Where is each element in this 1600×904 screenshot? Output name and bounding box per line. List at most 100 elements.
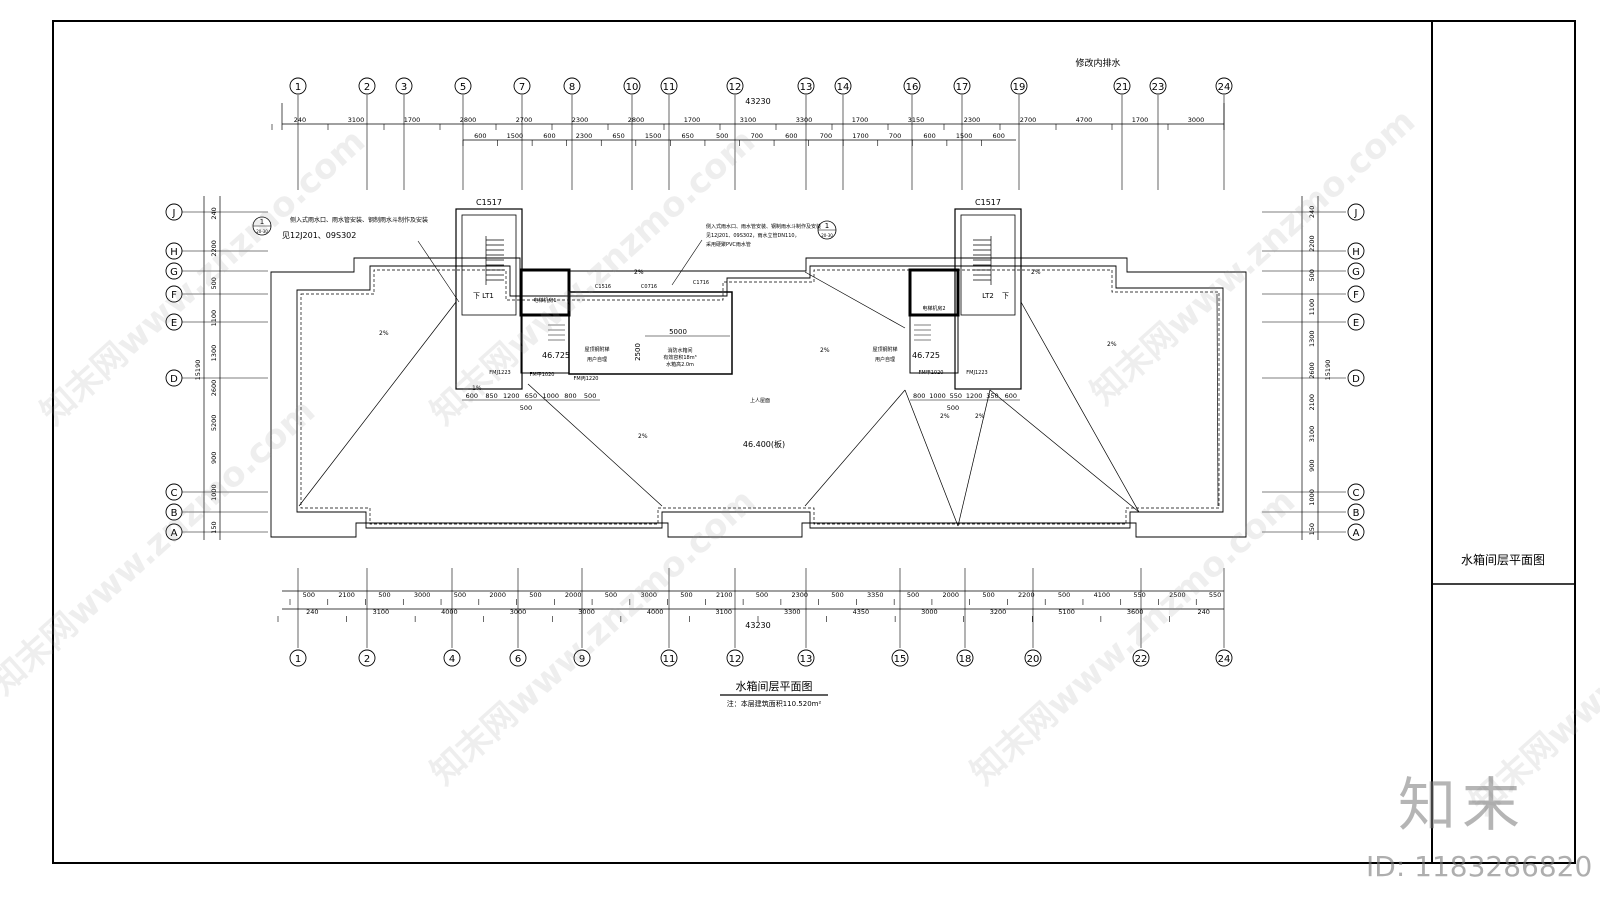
left-dim: 2600 <box>210 380 218 397</box>
callout-left-num: 1 <box>260 218 264 226</box>
row-axis-bubble-left <box>165 523 183 541</box>
top-dim-inner: 1500 <box>956 132 973 140</box>
note-left-ref: 见12J201、09S302 <box>282 231 356 240</box>
row-axis-bubble-right <box>1347 503 1365 521</box>
right-dim: 3100 <box>1308 426 1316 443</box>
core-dim-right-sub: 500 <box>947 404 959 412</box>
top-dim-inner: 600 <box>993 132 1005 140</box>
core-dim-right: 550 <box>950 392 962 400</box>
row-axis-label-left: D <box>170 374 178 385</box>
core-dim-left: 600 <box>466 392 478 400</box>
top-axis-bubble <box>903 77 921 95</box>
bottom-dim-inner: 3000 <box>414 591 431 599</box>
lt1: LT1 <box>482 292 494 300</box>
top-axis-label: 21 <box>1116 82 1129 93</box>
top-dim-inner: 1500 <box>645 132 662 140</box>
top-axis-bubble <box>1149 77 1167 95</box>
bottom-axis-bubble <box>358 649 376 667</box>
bottom-dim-outer: 5100 <box>1058 608 1075 616</box>
top-dim-inner: 650 <box>681 132 693 140</box>
tank-height: 水箱高2.0m <box>666 361 694 368</box>
row-axis-bubble-left <box>165 242 183 260</box>
pump-room-2-label: 屋顶钢附梯 <box>872 346 897 353</box>
right-dim: 2200 <box>1308 235 1316 252</box>
top-axis-label: 14 <box>837 82 850 93</box>
elevator-machine-room-1 <box>519 268 571 317</box>
right-dim: 500 <box>1308 269 1316 281</box>
callout-left-sub: 20-30 <box>256 229 268 234</box>
top-dim-outer: 1700 <box>1132 116 1149 124</box>
slope-markers: 2% 2% 2% 2% 2% 2% 2% 2% 1% <box>379 269 1117 440</box>
bottom-axis-bubble <box>509 649 527 667</box>
pump-room-left <box>520 314 570 374</box>
bottom-axis-label: 22 <box>1135 654 1148 665</box>
left-dim: 240 <box>210 207 218 219</box>
callout-right-sub: 20-30 <box>821 233 833 238</box>
row-axis-bubble-right <box>1347 203 1365 221</box>
top-dim-inner: 700 <box>889 132 901 140</box>
top-axis-bubble <box>1113 77 1131 95</box>
bottom-dim-outer: 3100 <box>373 608 390 616</box>
door-fmj-2: FMJ1223 <box>966 370 987 376</box>
brand-logo: 知末 <box>1398 771 1527 839</box>
top-dim-outer: 1700 <box>852 116 869 124</box>
row-axis-bubble-right <box>1347 483 1365 501</box>
bottom-dim-outer: 3000 <box>921 608 938 616</box>
top-axis-bubble <box>660 77 678 95</box>
row-axis-bubble-left <box>165 503 183 521</box>
top-axis-bubble <box>513 77 531 95</box>
bottom-dim-inner: 2100 <box>338 591 355 599</box>
stair-treads-right <box>973 236 992 285</box>
top-dim-outer: 2700 <box>516 116 533 124</box>
right-dim: 2600 <box>1308 362 1316 379</box>
roof-outline-inner <box>296 265 1224 529</box>
top-axis-bubble <box>953 77 971 95</box>
top-dim-inner: 1700 <box>852 132 869 140</box>
image-id: ID: 1183286820 <box>1366 850 1593 883</box>
core-dim-left: 650 <box>525 392 537 400</box>
row-axis-bubble-right <box>1347 313 1365 331</box>
bottom-axis-label: 2 <box>364 654 370 665</box>
bottom-dim-outer: 4350 <box>853 608 870 616</box>
drawing-title: 水箱间层平面图 <box>736 679 813 693</box>
right-dim: 900 <box>1308 459 1316 471</box>
bottom-axis-bubble <box>726 649 744 667</box>
row-axis-label-left: C <box>171 488 178 499</box>
tank-volume: 有效容积18m³ <box>663 354 696 361</box>
bottom-dim-inner: 2000 <box>489 591 506 599</box>
bottom-dim-outer: 240 <box>1198 608 1210 616</box>
water-tank-room <box>568 291 733 375</box>
top-axis-bubble <box>563 77 581 95</box>
core-dim-right: 1000 <box>929 392 946 400</box>
row-axis-bubble-left <box>165 483 183 501</box>
door-fm-1: FM甲1020 <box>530 372 555 378</box>
bottom-axis-bubble <box>1132 649 1150 667</box>
bottom-axis-bubble <box>1024 649 1042 667</box>
bottom-axis-label: 12 <box>729 654 742 665</box>
top-axis-bubble <box>623 77 641 95</box>
top-axis-bubble <box>454 77 472 95</box>
tank-dim-5000: 5000 <box>669 328 687 336</box>
bottom-axis-label: 6 <box>515 654 521 665</box>
row-axis-label-left: E <box>171 318 177 329</box>
left-dim: 900 <box>210 452 218 464</box>
leader-left <box>417 240 460 303</box>
bottom-dim-outer: 3300 <box>784 608 801 616</box>
bottom-axis-bubble <box>891 649 909 667</box>
top-axis-bubble <box>1010 77 1028 95</box>
right-dim: 1300 <box>1308 330 1316 347</box>
left-dim: 1300 <box>210 345 218 362</box>
callout-right-num: 1 <box>825 222 829 230</box>
level-left: 46.725 <box>542 351 570 360</box>
core-dim-left: 1200 <box>503 392 520 400</box>
top-axis-label: 11 <box>663 82 676 93</box>
level-right: 46.725 <box>912 351 940 360</box>
bottom-dim-inner: 500 <box>680 591 692 599</box>
down-left: 下 <box>473 292 480 300</box>
top-dim-outer: 2800 <box>628 116 645 124</box>
slope-marker: 2% <box>634 269 644 276</box>
